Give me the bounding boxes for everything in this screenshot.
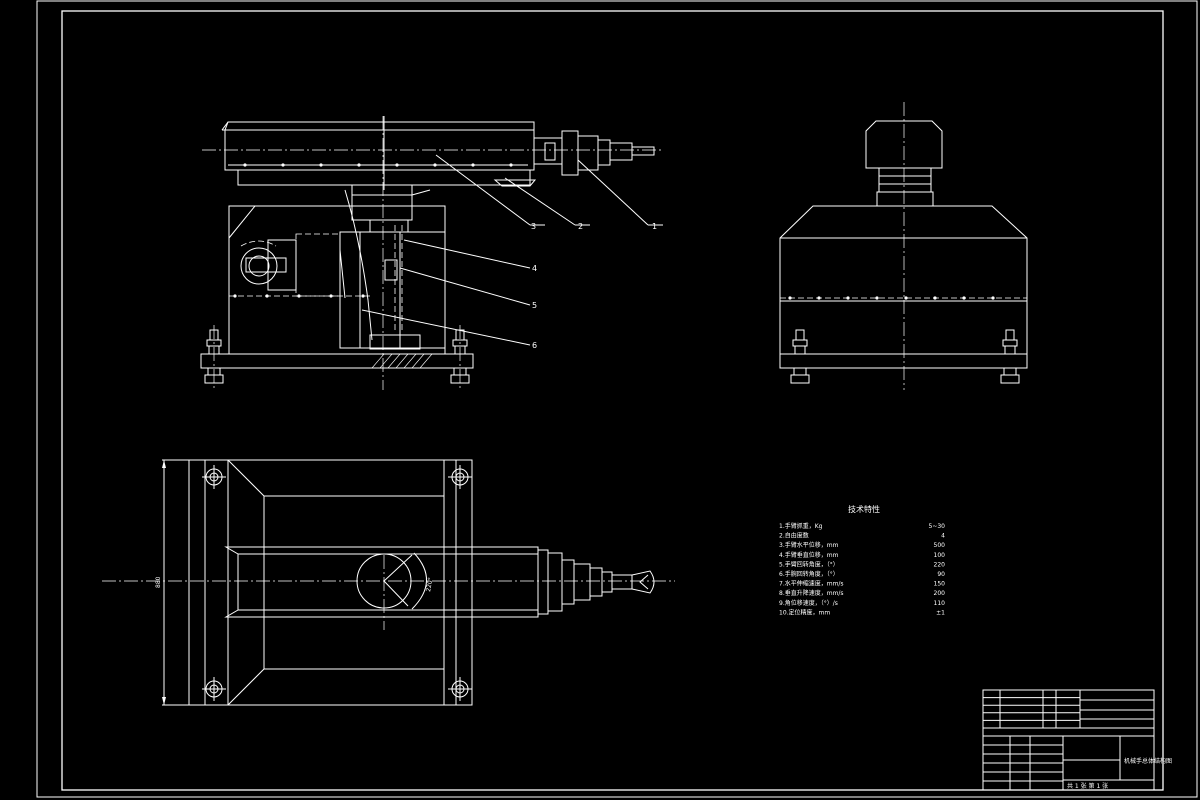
- spec-row-label: 7.水平伸缩速度，mm/s: [779, 580, 844, 588]
- angle-dimension: 220°: [425, 577, 434, 592]
- spec-row-value: 200: [934, 590, 946, 597]
- spec-row-value: 100: [934, 552, 946, 559]
- spec-row-label: 4.手臂垂直位移，mm: [779, 551, 839, 559]
- spec-table-title: 技术特性: [848, 504, 880, 514]
- drawing-name: 机械手总体结构图: [1124, 757, 1172, 765]
- balloon-4: 4: [532, 264, 537, 273]
- balloon-5: 5: [532, 301, 537, 310]
- spec-row-value: 220: [934, 561, 946, 568]
- spec-row-value: 150: [934, 581, 946, 588]
- outer-border: [36, 0, 1198, 798]
- spec-row-value: 4: [941, 533, 945, 540]
- plan-view: 220° 880: [102, 459, 675, 706]
- plan-dimension: 880: [155, 576, 162, 588]
- spec-table: 技术特性 1.手臂抓重，Kg 5~30 2.自由度数 4 3.手臂水平位移，mm 500 4…: [779, 504, 945, 616]
- spec-row-label: 1.手臂抓重，Kg: [779, 522, 823, 530]
- spec-row-value: 500: [934, 542, 946, 549]
- spec-row-label: 10.定位精度，mm: [779, 608, 830, 616]
- spec-row-value: 90: [937, 571, 945, 578]
- inner-border: [61, 10, 1164, 791]
- balloon-2: 2: [578, 222, 583, 231]
- spec-row-value: 110: [934, 600, 946, 607]
- spec-row-label: 5.手臂回转角度，（°）: [779, 560, 839, 568]
- spec-row-value: 5~30: [929, 523, 946, 530]
- spec-row-label: 9.角位移速度，（°）/s: [779, 599, 838, 607]
- spec-row-value: ±1: [936, 609, 945, 616]
- title-block: 机械手总体结构图 共 1 张 第 1 张: [982, 689, 1172, 791]
- balloon-1: 1: [652, 222, 657, 231]
- spec-row-label: 2.自由度数: [779, 532, 809, 540]
- spec-row-label: 8.垂直升降速度，mm/s: [779, 589, 844, 597]
- spec-row-label: 6.手腕回转角度，（°）: [779, 570, 839, 578]
- balloon-6: 6: [532, 341, 537, 350]
- base-hatch: [371, 353, 433, 369]
- part-balloons: 3 2 1 4 5 6: [361, 154, 663, 350]
- balloon-3: 3: [531, 222, 536, 231]
- side-view: [779, 102, 1028, 390]
- sheet-count: 共 1 张 第 1 张: [1067, 782, 1108, 790]
- spec-row-label: 3.手臂水平位移，mm: [779, 541, 839, 549]
- front-view: [200, 116, 662, 390]
